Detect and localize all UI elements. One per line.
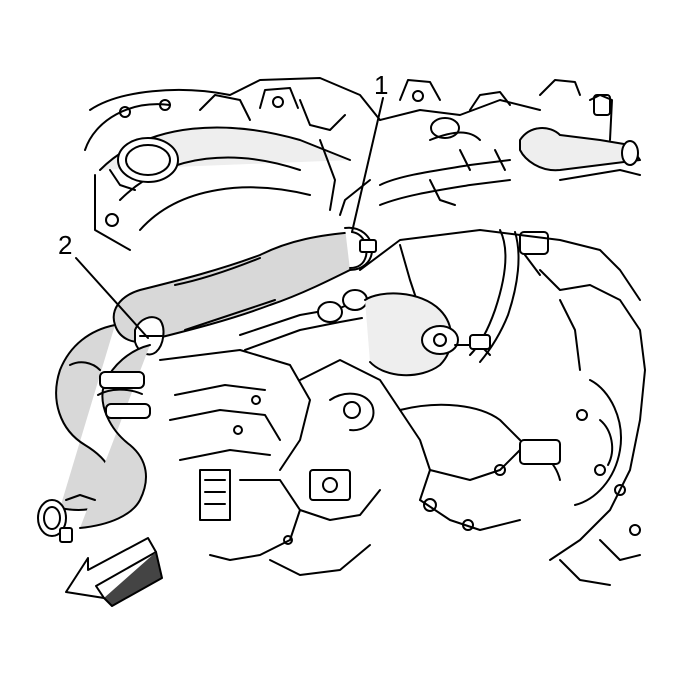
callout-label-1: 1: [374, 70, 389, 100]
front-direction-arrow-icon: [65, 537, 163, 607]
lower-hose: [37, 324, 151, 543]
upper-right-hoses: [339, 91, 641, 216]
heater-hoses: [239, 229, 549, 363]
leader-lines: [75, 97, 384, 339]
callout-label-2: 2: [58, 230, 73, 260]
engine-block: [299, 229, 641, 531]
intake-manifold: [84, 77, 381, 251]
upper-radiator-hose: [112, 226, 377, 356]
lower-engine-frame: [159, 349, 381, 576]
leader-line-1: [351, 97, 384, 233]
top-detail-lines: [259, 79, 581, 109]
leader-line-2: [75, 257, 149, 339]
transmission-housing: [519, 269, 646, 586]
